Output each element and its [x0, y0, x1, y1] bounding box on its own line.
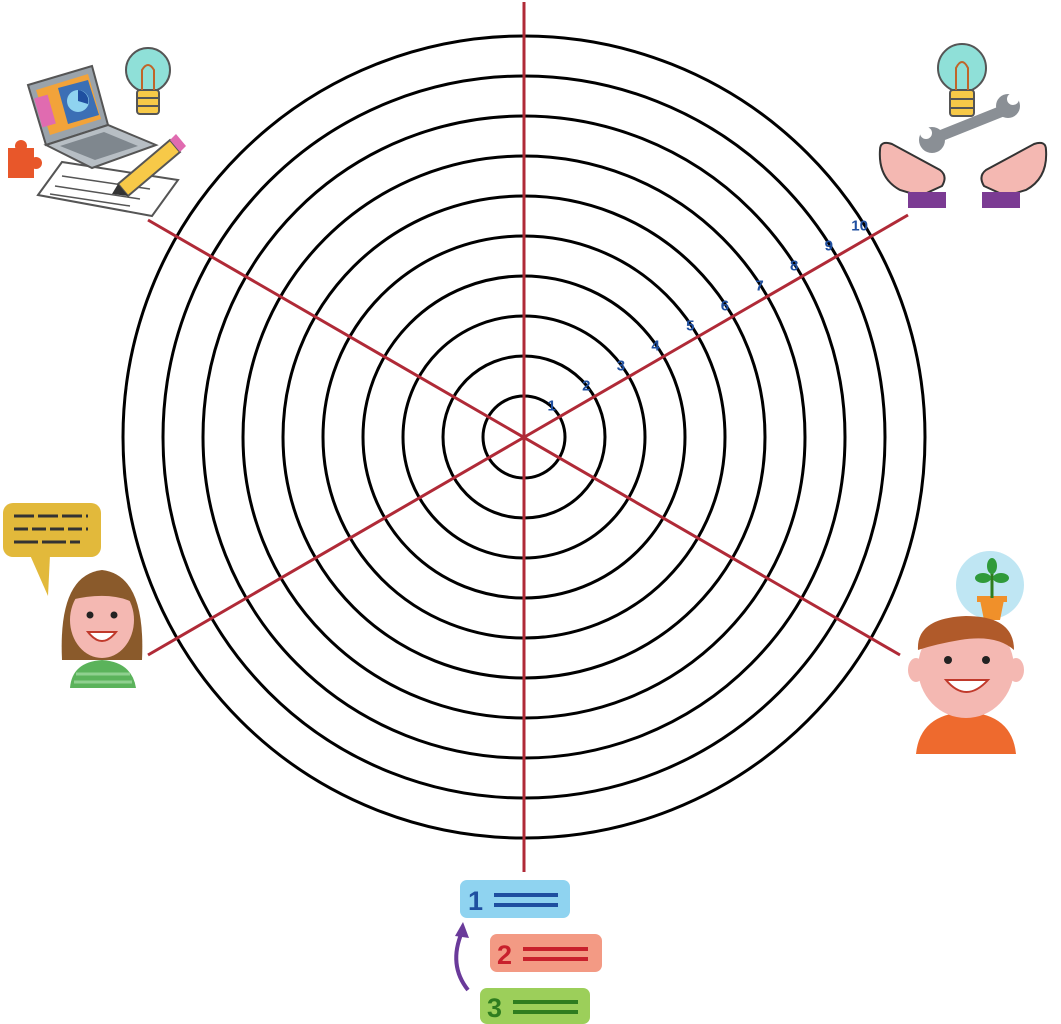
scale-label-9: 9	[825, 238, 833, 255]
scale-label-5: 5	[686, 318, 694, 335]
laptop-icon	[26, 64, 159, 170]
priority-number-2: 2	[497, 940, 512, 970]
plant-thought-icon	[956, 551, 1024, 620]
speech-bubble-icon	[3, 503, 101, 596]
ring-scale-labels: 1 2 3 4 5 6 7 8 9 10	[548, 218, 868, 415]
pencil-icon	[112, 134, 186, 198]
wrench-icon	[919, 93, 1020, 153]
left-hand-icon	[878, 141, 946, 208]
scale-label-7: 7	[755, 278, 763, 295]
spoke-3	[147, 213, 909, 657]
scale-label-3: 3	[617, 358, 625, 375]
upward-arrow-icon	[454, 922, 470, 992]
scale-label-1: 1	[548, 398, 556, 415]
light-bulb-icon	[125, 47, 171, 115]
light-bulb-icon	[937, 43, 987, 117]
priority-badge-3: 3	[480, 988, 590, 1024]
laptop-planning-icon	[8, 47, 186, 218]
scale-label-4: 4	[651, 338, 660, 355]
girl-speech-icon	[3, 503, 143, 688]
priority-list: 1 2 3	[454, 880, 602, 1024]
right-hand-icon	[980, 141, 1048, 208]
scale-label-10: 10	[851, 218, 868, 235]
scale-label-6: 6	[721, 298, 729, 315]
puzzle-piece-icon	[8, 140, 42, 178]
priority-badge-2: 2	[490, 934, 602, 972]
hands-tools-icon	[878, 43, 1048, 208]
priority-number-3: 3	[487, 993, 502, 1023]
wheel-spokes	[147, 2, 909, 872]
boy-plant-icon	[908, 551, 1024, 754]
scale-label-8: 8	[790, 258, 798, 275]
priority-number-1: 1	[468, 886, 483, 916]
priority-badge-1: 1	[460, 880, 570, 918]
scale-label-2: 2	[582, 378, 590, 395]
